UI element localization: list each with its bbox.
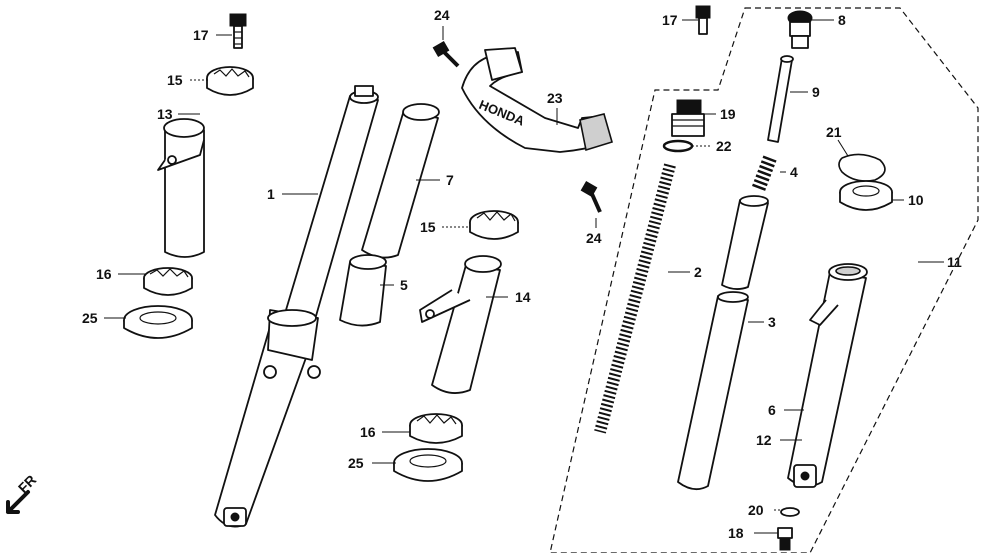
label-22: 22 (716, 138, 732, 154)
seal-25-left (123, 305, 193, 339)
nut-15-middle (469, 210, 519, 240)
label-3: 3 (768, 314, 776, 330)
label-8: 8 (838, 12, 846, 28)
o-ring-22 (662, 139, 694, 153)
bolt-24-top (432, 40, 460, 68)
label-25-middle: 25 (348, 455, 364, 471)
front-arrow-icon (6, 490, 30, 514)
label-16-left: 16 (96, 266, 112, 282)
fork-boot-7 (361, 103, 440, 259)
nut-16-middle (409, 413, 463, 444)
front-direction-indicator: FR (6, 472, 40, 514)
label-5: 5 (400, 277, 408, 293)
damper-rod-3-upper (721, 195, 769, 290)
slider-6-12 (787, 263, 868, 488)
rod-9 (767, 55, 794, 143)
label-9: 9 (812, 84, 820, 100)
label-17-right: 17 (662, 12, 678, 28)
label-6: 6 (768, 402, 776, 418)
cap-19 (671, 99, 705, 137)
sleeve-5 (339, 254, 387, 327)
label-24-right: 24 (586, 230, 602, 246)
label-21: 21 (826, 124, 842, 140)
front-label: FR (15, 472, 40, 497)
fork-cover-13 (157, 118, 205, 258)
nut-15-left (206, 66, 254, 96)
spring-2 (594, 163, 676, 434)
label-16-middle: 16 (360, 424, 376, 440)
assembly-boundary-11 (549, 7, 979, 553)
label-12: 12 (756, 432, 772, 448)
label-19: 19 (720, 106, 736, 122)
label-10: 10 (908, 192, 924, 208)
label-18: 18 (728, 525, 744, 541)
label-1: 1 (267, 186, 275, 202)
label-4: 4 (790, 164, 798, 180)
bolt-17-right (695, 5, 711, 35)
seal-25-middle (393, 448, 463, 482)
washer-20 (780, 507, 800, 517)
label-17-left: 17 (193, 27, 209, 43)
label-14: 14 (515, 289, 531, 305)
label-25-left: 25 (82, 310, 98, 326)
leader-lines (104, 19, 944, 534)
label-2: 2 (694, 264, 702, 280)
damper-tube-3-lower (677, 291, 749, 491)
label-11: 11 (947, 254, 962, 270)
fork-cover-14 (419, 255, 502, 394)
label-20: 20 (748, 502, 764, 518)
bolt-18 (777, 527, 793, 551)
part-labels: 17 15 13 16 25 1 5 7 15 14 16 25 24 23 2… (82, 7, 962, 541)
spring-4 (751, 155, 777, 193)
fork-leg-1 (214, 85, 379, 528)
emblem-cover-23: HONDA (461, 47, 613, 153)
label-24-top: 24 (434, 7, 450, 23)
nut-16-left (143, 267, 193, 296)
label-23: 23 (547, 90, 563, 106)
label-7: 7 (446, 172, 454, 188)
label-15-middle: 15 (420, 219, 436, 235)
label-15-left: 15 (167, 72, 183, 88)
label-13: 13 (157, 106, 173, 122)
seal-10 (839, 180, 893, 211)
bolt-24-right (580, 180, 602, 213)
bolt-17-left (229, 13, 247, 49)
cap-bolt-8 (787, 10, 813, 49)
circlip-21 (838, 153, 886, 182)
